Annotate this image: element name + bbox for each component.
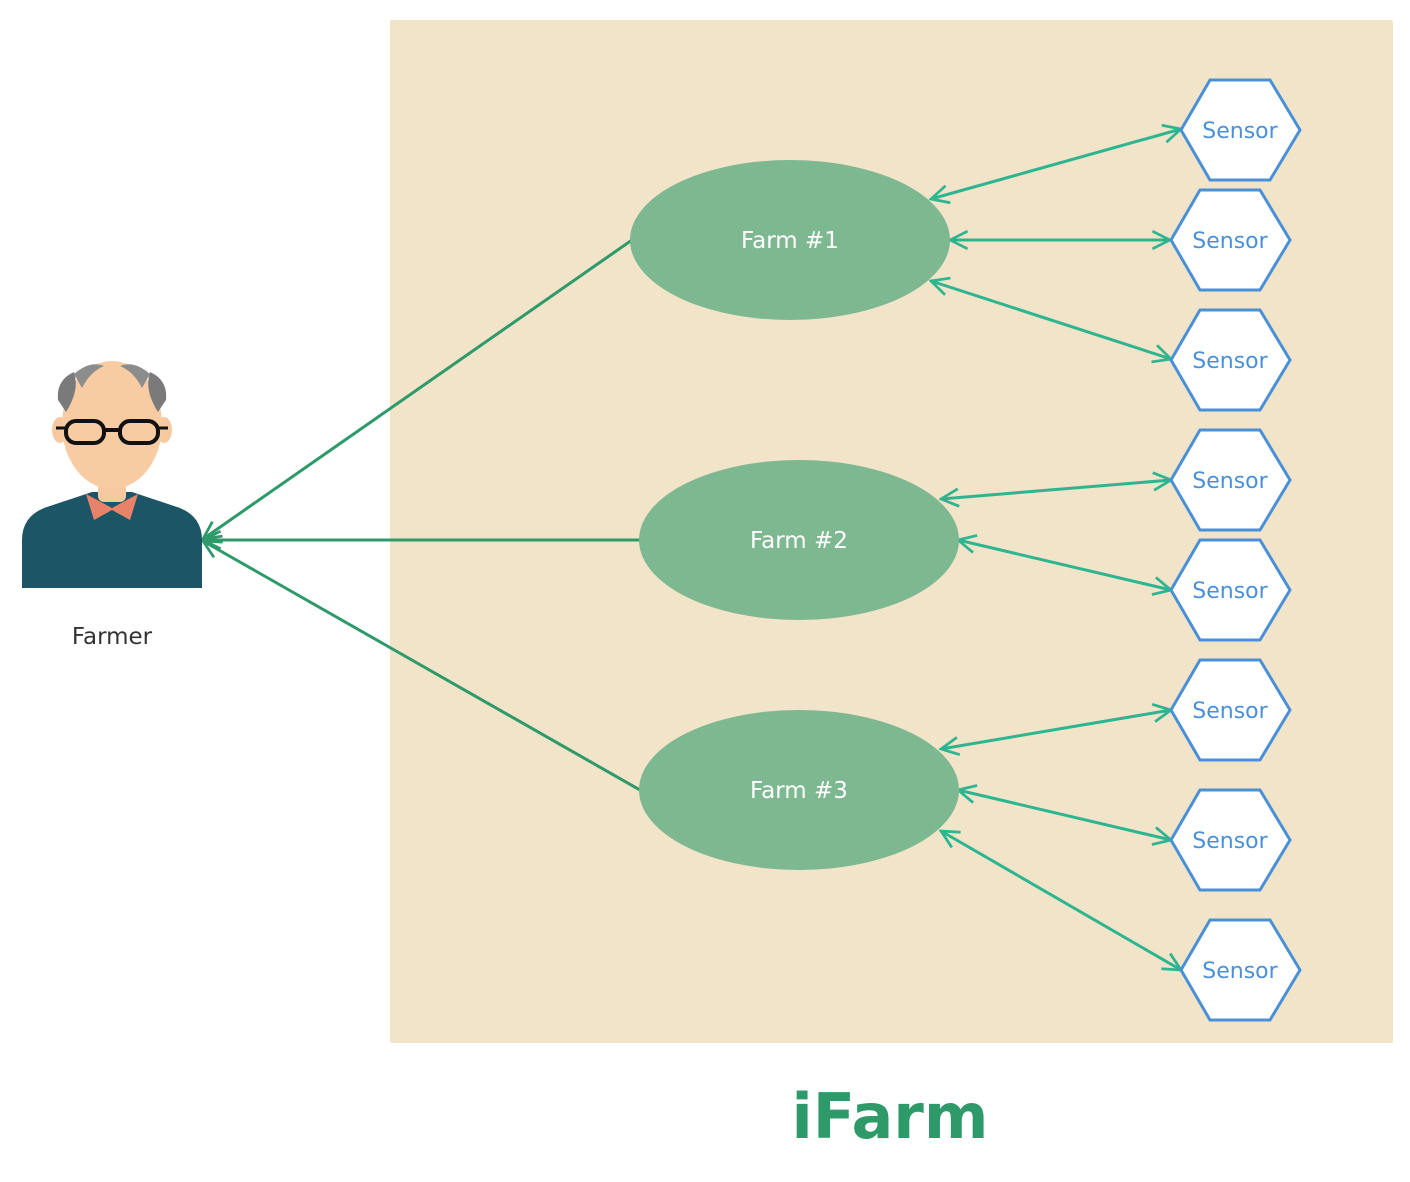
farmer-label: Farmer — [72, 624, 153, 650]
farm-to-actor-connectors — [203, 238, 641, 792]
sensor-4-label: Sensor — [1192, 469, 1268, 494]
farm-1-ellipse — [630, 160, 950, 320]
farm-3[interactable]: Farm #3 — [639, 710, 959, 870]
connector-farm-2-sensor-4 — [941, 480, 1171, 499]
sensor-2-label: Sensor — [1192, 229, 1268, 254]
farm-1[interactable]: Farm #1 — [630, 160, 950, 320]
farm-3-label: Farm #3 — [750, 778, 848, 804]
farm-2[interactable]: Farm #2 — [639, 460, 959, 620]
sensor-2[interactable]: Sensor — [1169, 188, 1292, 292]
farm-3-ellipse — [639, 710, 959, 870]
sensor-3-label: Sensor — [1192, 349, 1268, 374]
farmer-avatar-icon — [22, 361, 202, 588]
farmer-actor[interactable]: Farmer — [22, 361, 202, 650]
sensor-4-hexagon — [1169, 428, 1292, 532]
sensor-1-hexagon — [1179, 78, 1302, 182]
sensor-8[interactable]: Sensor — [1179, 918, 1302, 1022]
connector-farm-3-actor — [203, 541, 641, 792]
connector-farm-3-sensor-6 — [941, 710, 1171, 749]
sensor-7-label: Sensor — [1192, 829, 1268, 854]
sensor-6-label: Sensor — [1192, 699, 1268, 724]
sensor-8-label: Sensor — [1202, 959, 1278, 984]
farm-to-sensor-connectors — [931, 129, 1181, 970]
sensor-1[interactable]: Sensor — [1179, 78, 1302, 182]
sensor-5-hexagon — [1169, 538, 1292, 642]
sensor-5[interactable]: Sensor — [1169, 538, 1292, 642]
farm-1-label: Farm #1 — [741, 228, 839, 254]
farm-2-label: Farm #2 — [750, 528, 848, 554]
sensor-4[interactable]: Sensor — [1169, 428, 1292, 532]
sensor-8-hexagon — [1179, 918, 1302, 1022]
sensor-5-label: Sensor — [1192, 579, 1268, 604]
sensor-2-hexagon — [1169, 188, 1292, 292]
sensor-6-hexagon — [1169, 658, 1292, 762]
connector-farm-1-actor — [203, 238, 633, 539]
sensor-3[interactable]: Sensor — [1169, 308, 1292, 412]
sensor-7[interactable]: Sensor — [1169, 788, 1292, 892]
sensor-3-hexagon — [1169, 308, 1292, 412]
sensor-6[interactable]: Sensor — [1169, 658, 1292, 762]
connector-farm-3-sensor-8 — [941, 831, 1181, 970]
sensor-7-hexagon — [1169, 788, 1292, 892]
connector-farm-2-sensor-5 — [958, 540, 1171, 590]
farm-2-ellipse — [639, 460, 959, 620]
connector-farm-1-sensor-1 — [931, 129, 1181, 199]
sensor-1-label: Sensor — [1202, 119, 1278, 144]
system-title: iFarm — [792, 1080, 989, 1153]
connector-farm-1-sensor-3 — [931, 281, 1171, 359]
